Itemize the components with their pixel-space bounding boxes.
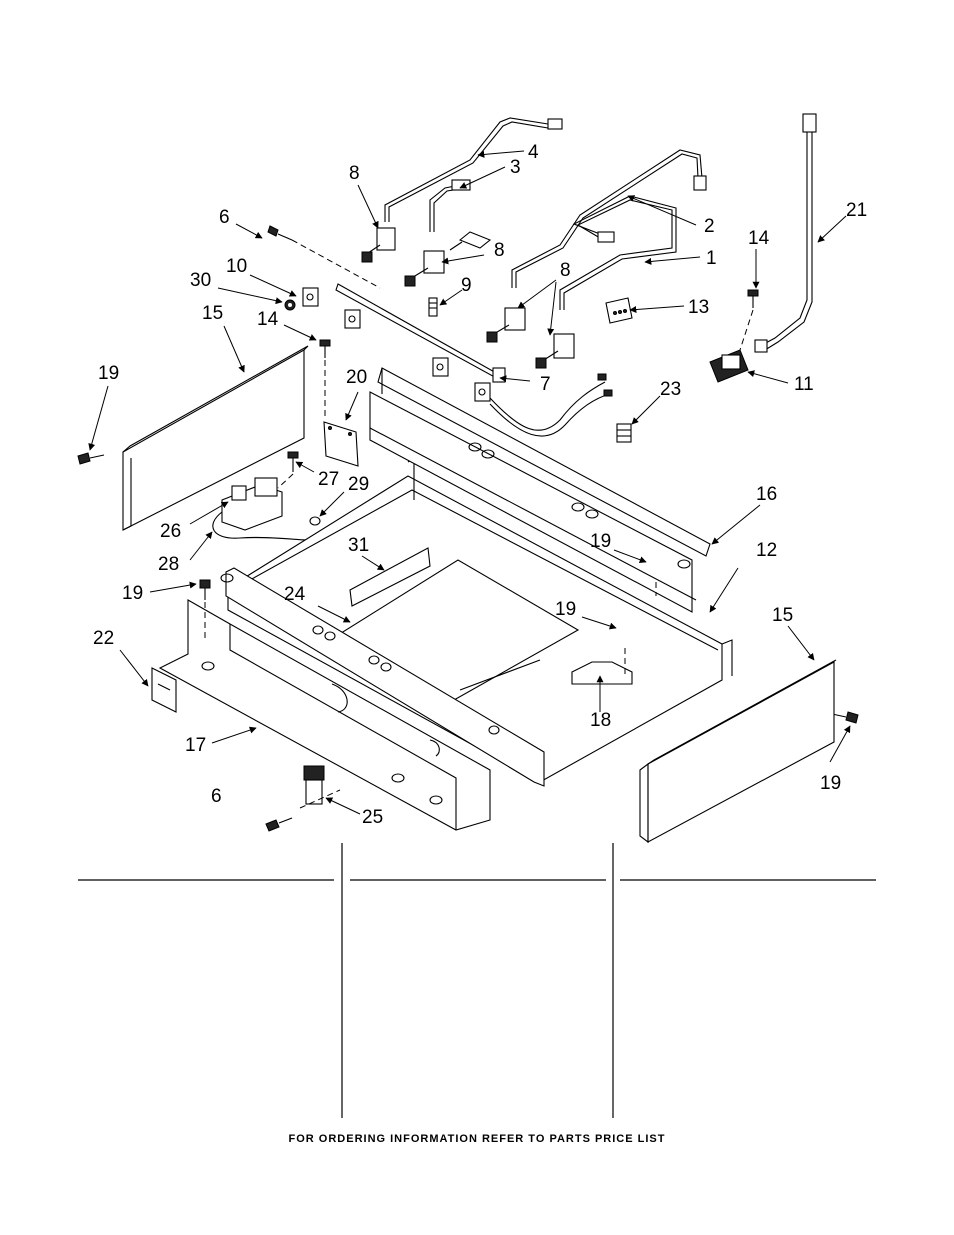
callout-21: 21	[846, 200, 867, 221]
rear-panel-16	[369, 367, 711, 613]
fitting-23	[616, 423, 632, 443]
callout-14-right: 14	[748, 228, 770, 249]
callout-22: 22	[93, 628, 114, 649]
callout-9: 9	[461, 275, 472, 296]
callout-31: 31	[348, 535, 369, 556]
side-panel-15-right	[639, 659, 837, 844]
callout-12: 12	[756, 540, 777, 561]
screw-14-left	[319, 339, 331, 358]
valve-8d	[535, 333, 575, 369]
manifold-7	[335, 231, 506, 383]
callout-19-inner: 19	[555, 599, 576, 620]
callout-6-top: 6	[219, 207, 230, 228]
label-13	[605, 297, 633, 324]
gas-tube-1	[559, 195, 677, 310]
callout-17: 17	[185, 735, 206, 756]
callout-11: 11	[794, 374, 814, 395]
valve-8b	[404, 250, 445, 287]
callout-2: 2	[704, 216, 715, 237]
valve-8a	[361, 227, 396, 263]
leader-lines	[88, 150, 851, 815]
burner-bracket-10	[302, 287, 491, 402]
callout-8c: 8	[560, 260, 571, 281]
callout-19-16: 19	[590, 531, 611, 552]
callout-13: 13	[688, 297, 709, 318]
gas-tube-2	[511, 149, 707, 288]
gas-tube-21	[754, 113, 817, 353]
callout-25: 25	[362, 807, 383, 828]
front-panel-17	[158, 599, 491, 831]
callout-23: 23	[660, 379, 681, 400]
callout-29: 29	[348, 474, 369, 495]
parts-list-area	[78, 843, 876, 1118]
callout-26: 26	[160, 521, 181, 542]
callout-labels: 1 2 3 4 6 6 7 8 8 8 8 9 10 11 12 13 14 1…	[93, 142, 867, 828]
callout-4: 4	[528, 142, 539, 163]
callout-30: 30	[190, 270, 211, 291]
callout-15-right: 15	[772, 605, 793, 626]
gas-tube-3	[429, 179, 471, 232]
callout-19-mid: 19	[122, 583, 143, 604]
switch-25	[303, 765, 325, 805]
callout-27: 27	[318, 469, 339, 490]
gas-tube-4	[384, 117, 563, 222]
callout-24: 24	[284, 584, 306, 605]
orifice-9	[428, 297, 438, 317]
ordering-footer-note: FOR ORDERING INFORMATION REFER TO PARTS …	[288, 1133, 666, 1145]
oring-29	[309, 516, 321, 526]
bracket-22	[151, 667, 177, 713]
bracket-18	[571, 661, 633, 685]
valve-8c	[486, 307, 526, 343]
callout-10: 10	[226, 256, 247, 277]
washer-30	[284, 299, 296, 311]
callout-8a: 8	[349, 163, 360, 184]
screw-19-right	[831, 711, 859, 724]
callout-18: 18	[590, 710, 611, 731]
callout-6-bottom: 6	[211, 786, 222, 807]
wire-harness	[489, 373, 613, 437]
callout-8b: 8	[494, 240, 505, 261]
callout-7: 7	[540, 374, 551, 395]
valve-26	[221, 477, 283, 531]
insulation-31	[349, 547, 431, 607]
bracket-20	[323, 421, 359, 467]
callout-28: 28	[158, 554, 179, 575]
screw-6-bottom	[265, 817, 293, 832]
screw-6-top	[267, 225, 293, 241]
side-panel-15-left	[122, 345, 309, 531]
callout-15-left: 15	[202, 303, 223, 324]
assembly-lines	[204, 239, 754, 809]
callout-16: 16	[756, 484, 777, 505]
callout-19-right: 19	[820, 773, 841, 794]
regulator-11	[709, 349, 749, 383]
screw-19-mid	[199, 579, 211, 600]
callout-3: 3	[510, 157, 521, 178]
screw-27	[287, 451, 299, 472]
screw-19-left	[77, 452, 105, 465]
callout-20: 20	[346, 367, 367, 388]
callout-1: 1	[706, 248, 717, 269]
front-rail-17	[220, 567, 545, 787]
screw-14-right	[747, 289, 759, 308]
callout-19-left: 19	[98, 363, 119, 384]
wire-28	[212, 511, 309, 541]
callout-14-left: 14	[257, 309, 279, 330]
